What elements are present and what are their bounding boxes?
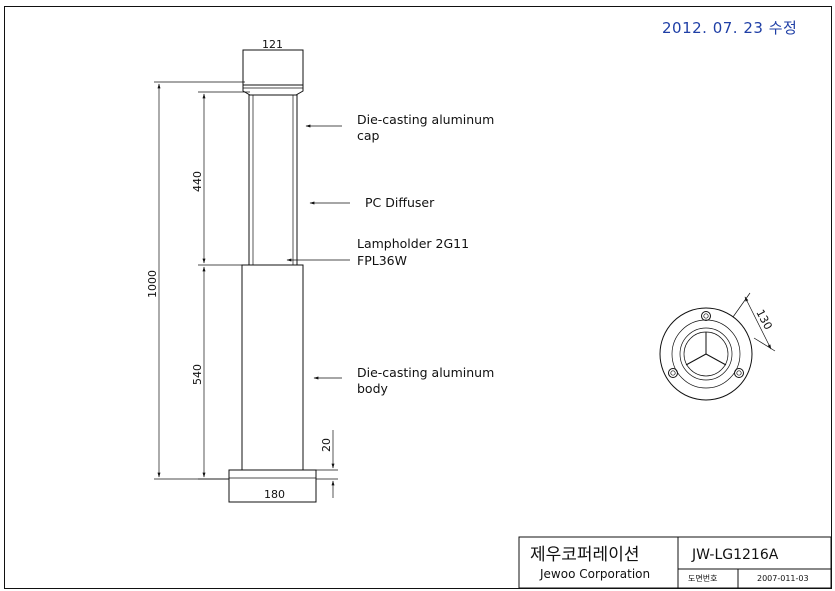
drawing-number: 2007-011-03: [757, 574, 809, 583]
cap-top-block: [242, 49, 304, 86]
base-width-dimension: 180: [264, 488, 285, 501]
bollard-plan-view: [659, 307, 753, 401]
svg-text:FPL36W: FPL36W: [357, 253, 407, 268]
aluminum-body: [241, 264, 304, 471]
lower-height-dimension: 540: [191, 266, 229, 480]
callout-lampholder: Lampholder 2G11 FPL36W: [286, 236, 469, 268]
svg-text:PC Diffuser: PC Diffuser: [365, 195, 435, 210]
drawing-number-label: 도면번호: [688, 573, 717, 583]
bollard-elevation: [228, 49, 317, 503]
svg-text:20: 20: [320, 438, 333, 452]
revision-note: 2012. 07. 23 수정: [662, 19, 797, 37]
company-name-korean: 제우코퍼레이션: [530, 545, 639, 565]
svg-text:Die-casting aluminum: Die-casting aluminum: [357, 365, 494, 380]
svg-text:cap: cap: [357, 128, 380, 143]
svg-text:121: 121: [262, 38, 283, 51]
callout-body: Die-casting aluminum body: [313, 365, 494, 396]
drawing-border: [4, 6, 832, 589]
svg-text:440: 440: [191, 171, 204, 192]
svg-text:Lampholder 2G11: Lampholder 2G11: [357, 236, 469, 251]
model-number: JW-LG1216A: [691, 547, 779, 563]
svg-text:Die-casting aluminum: Die-casting aluminum: [357, 112, 494, 127]
pc-diffuser: [248, 94, 298, 266]
base-plate: [228, 469, 317, 503]
upper-height-dimension: 440: [191, 91, 250, 266]
callout-diffuser: PC Diffuser: [309, 195, 435, 210]
cap-width-dimension: 121: [243, 38, 303, 51]
svg-text:540: 540: [191, 364, 204, 385]
company-name-english: Jewoo Corporation: [539, 567, 650, 581]
svg-text:body: body: [357, 381, 389, 396]
total-height-dimension: 1000: [146, 81, 245, 480]
cap-profile: [242, 84, 304, 96]
title-block: 제우코퍼레이션 Jewoo Corporation JW-LG1216A 도면번…: [518, 536, 832, 589]
svg-text:1000: 1000: [146, 270, 159, 298]
base-height-dimension: 20: [316, 430, 338, 498]
screw-holes: [668, 311, 744, 378]
callout-cap: Die-casting aluminum cap: [305, 112, 494, 143]
